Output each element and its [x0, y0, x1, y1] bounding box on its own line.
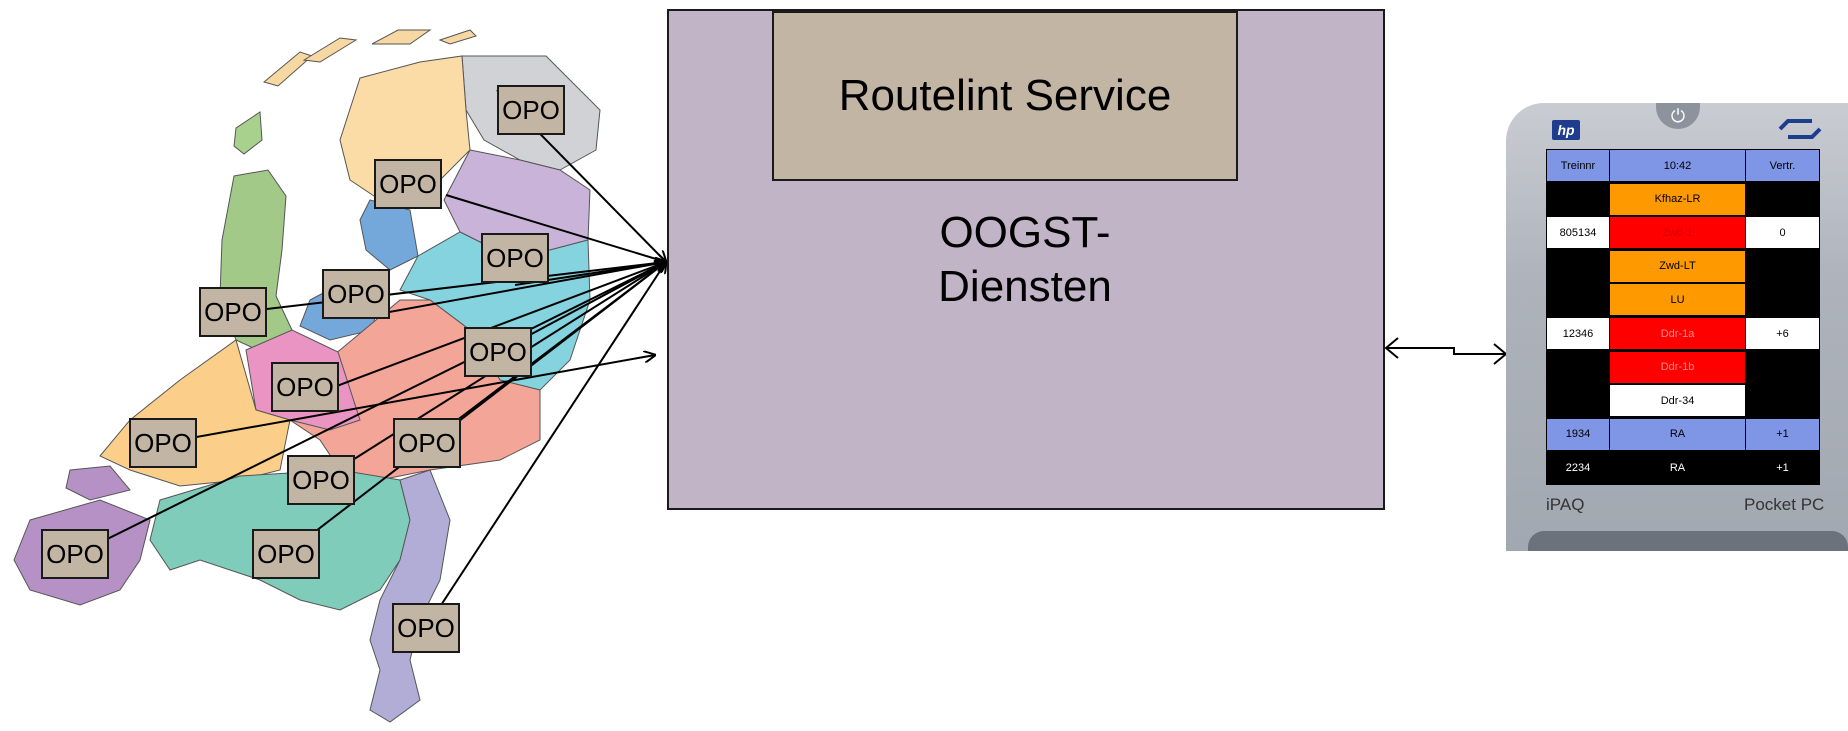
opo-label: OPO — [397, 612, 455, 643]
pda-cell-c2: Ddr-1b — [1610, 351, 1745, 383]
opo-box: OPO — [287, 455, 355, 505]
opo-box: OPO — [199, 287, 267, 337]
island-shape — [262, 51, 313, 87]
pda-cell-c3 — [1746, 385, 1819, 417]
arrow-line — [285, 262, 666, 555]
oogst-diensten-label: OOGST- Diensten — [872, 206, 1178, 314]
pda-cell-c1: Treinnr — [1547, 150, 1609, 181]
ipaq-label: iPAQ — [1546, 495, 1585, 514]
pda-cell-c3 — [1746, 183, 1819, 215]
opo-label: OPO — [292, 464, 350, 495]
arrow-line — [232, 262, 666, 314]
oogst-title-line1: OOGST- — [939, 208, 1111, 257]
opo-box: OPO — [41, 529, 109, 579]
pda-cell-c2: Ddr-1a — [1610, 318, 1745, 349]
arrow-line — [445, 194, 666, 262]
opo-label: OPO — [276, 371, 334, 402]
opo-box: OPO — [393, 418, 461, 468]
pda-cell-c3: +1 — [1746, 452, 1819, 484]
opo-label: OPO — [398, 427, 456, 458]
opo-box: OPO — [464, 327, 532, 377]
opo-box: OPO — [271, 362, 339, 412]
island-shape — [371, 29, 432, 45]
opo-box: OPO — [374, 159, 442, 209]
opo-label: OPO — [327, 278, 385, 309]
pda-cell-c1: 805134 — [1547, 217, 1609, 249]
opo-label: OPO — [502, 94, 560, 125]
pda-cell-c1 — [1547, 183, 1609, 215]
opo-box: OPO — [497, 85, 565, 135]
pda-hardware-buttons[interactable] — [1528, 531, 1848, 551]
power-button[interactable]: ⏻ — [1656, 103, 1700, 129]
arrow-line — [162, 355, 655, 444]
opo-label: OPO — [204, 296, 262, 327]
opo-box: OPO — [322, 269, 390, 319]
pda-cell-c1: 1934 — [1547, 418, 1609, 450]
pda-table-row[interactable]: LU — [1546, 283, 1820, 316]
island-shape — [302, 37, 358, 63]
opo-label: OPO — [257, 538, 315, 569]
pda-cell-c3 — [1746, 284, 1819, 316]
arrow-line — [74, 262, 666, 556]
opo-label: OPO — [134, 427, 192, 458]
island-shape — [233, 111, 263, 155]
pda-cell-c1: 12346 — [1547, 318, 1609, 349]
pda-cell-c2: 10:42 — [1610, 150, 1745, 181]
province-limburg — [369, 469, 451, 723]
pda-cell-c2: Kfhaz-LR — [1610, 183, 1745, 215]
pda-cell-c3 — [1746, 250, 1819, 282]
province-zeeland — [65, 465, 131, 501]
arrow-group — [74, 89, 666, 629]
pda-table-row[interactable]: Zwd-LT — [1546, 250, 1820, 283]
oogst-title-line2: Diensten — [938, 262, 1112, 311]
opo-label: OPO — [46, 538, 104, 569]
routelint-service-label: Routelint Service — [838, 71, 1172, 120]
connector-line — [1386, 347, 1506, 355]
pda-cell-c3: +6 — [1746, 318, 1819, 349]
arrow-line — [425, 262, 666, 629]
pda-cell-c2: RA — [1610, 418, 1745, 450]
ns-logo-icon — [1778, 119, 1822, 139]
province-flevoland — [359, 199, 419, 271]
pda-cell-c2: Zwd-LT — [1610, 250, 1745, 282]
opo-box: OPO — [481, 233, 549, 283]
opo-label: OPO — [486, 242, 544, 273]
pda-cell-c3: 0 — [1746, 217, 1819, 249]
pda-cell-c1 — [1547, 250, 1609, 282]
bidirectional-connector — [1384, 337, 1508, 365]
pda-cell-c2: RA — [1610, 452, 1745, 484]
opo-label: OPO — [379, 168, 437, 199]
pda-cell-c2: LU — [1610, 284, 1745, 316]
routelint-service-box: Routelint Service — [772, 11, 1238, 181]
pda-cell-c3: +1 — [1746, 418, 1819, 450]
pda-cell-c1 — [1547, 284, 1609, 316]
opo-box: OPO — [252, 529, 320, 579]
pda-table-row[interactable]: Ddr-34 — [1546, 384, 1820, 417]
opo-box: OPO — [129, 418, 197, 468]
arrowhead-left-icon — [1384, 337, 1399, 359]
pda-cell-c1 — [1547, 385, 1609, 417]
pda-table-row[interactable]: Ddr-1b — [1546, 351, 1820, 384]
pda-cell-c2: Ddr-34 — [1610, 385, 1745, 417]
pocket-pc-label: Pocket PC — [1744, 495, 1825, 514]
opo-box: OPO — [392, 603, 460, 653]
pda-cell-c1: 2234 — [1547, 452, 1609, 484]
pda-cell-c3: Vertr. — [1746, 150, 1819, 181]
pda-cell-c3 — [1746, 351, 1819, 383]
arrow-line — [355, 262, 666, 319]
pda-table-row[interactable]: Kfhaz-LR — [1546, 183, 1820, 216]
opo-label: OPO — [469, 336, 527, 367]
hp-logo-icon: hp — [1552, 120, 1580, 140]
pda-cell-c2: Zwd-1 — [1610, 217, 1745, 249]
island-shape — [438, 29, 477, 45]
pda-cell-c1 — [1547, 351, 1609, 383]
